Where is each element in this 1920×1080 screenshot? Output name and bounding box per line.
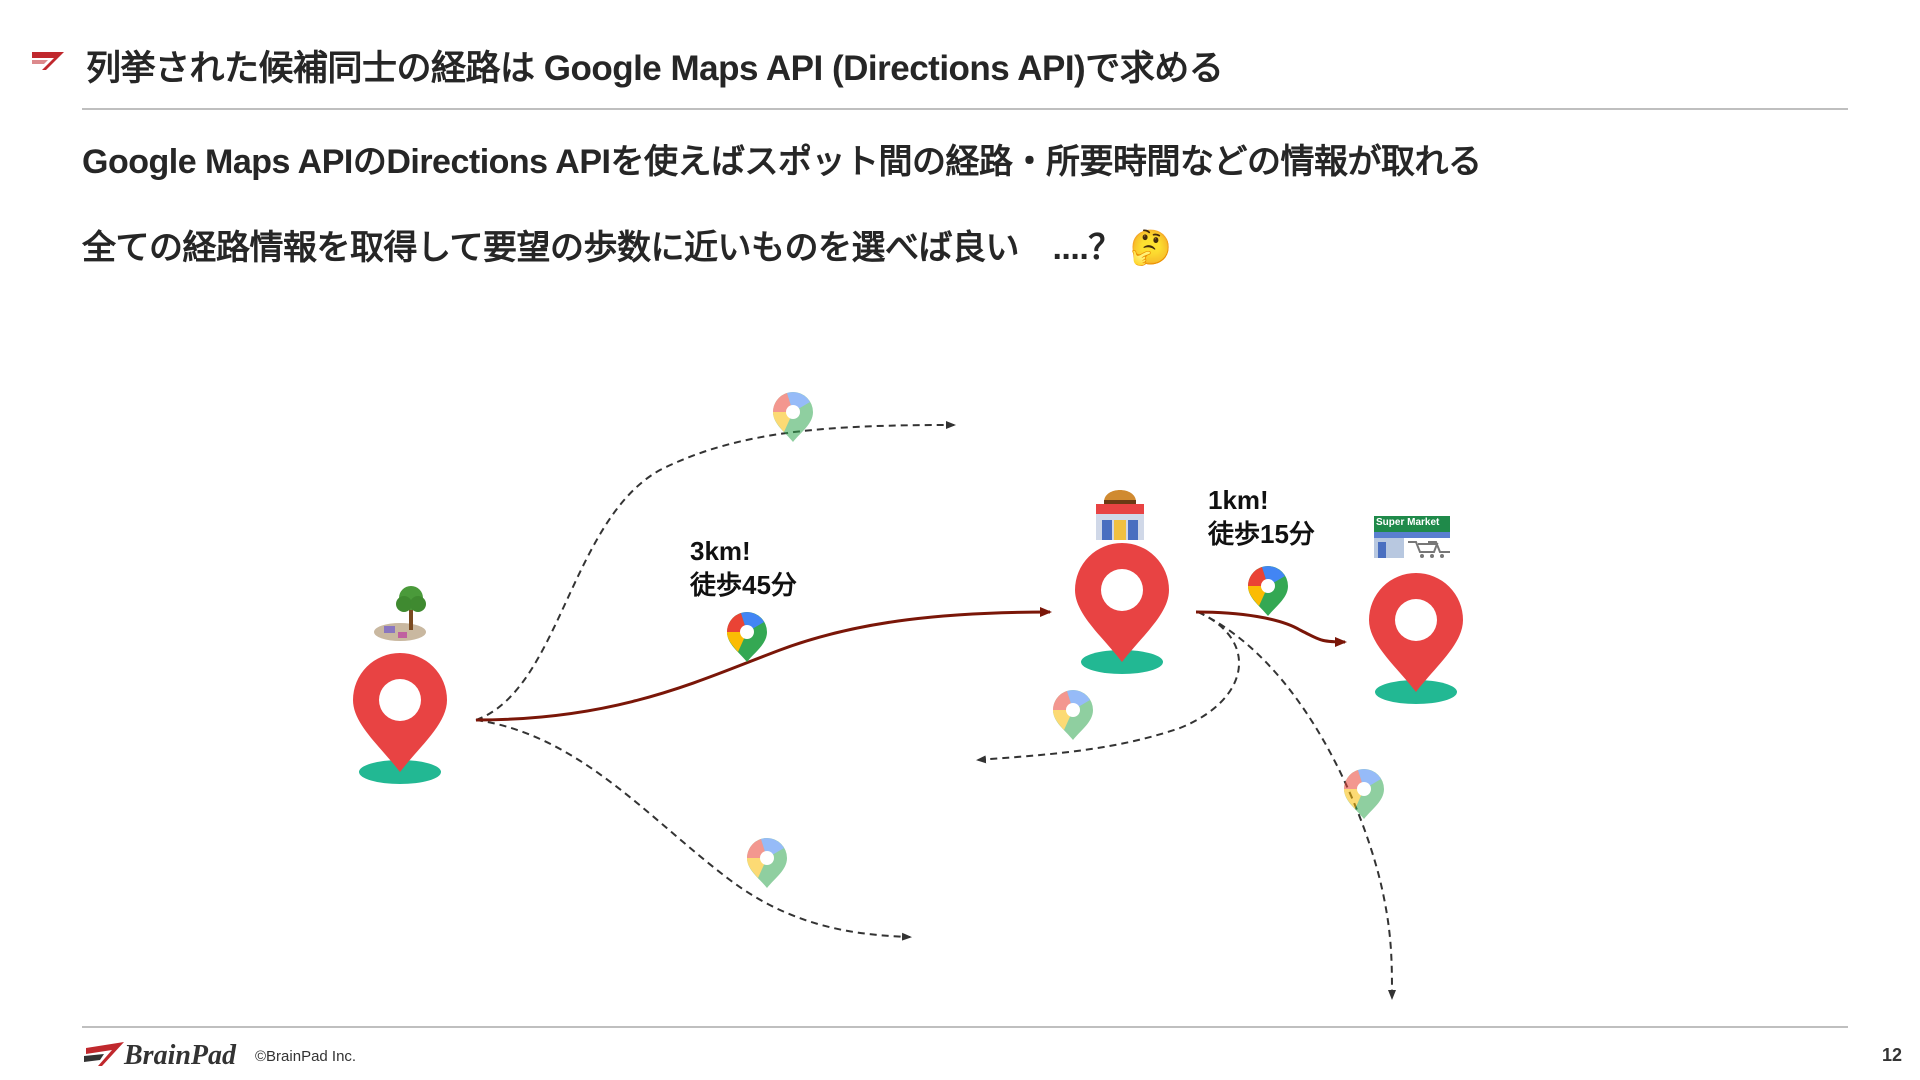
footer-divider: [82, 1026, 1848, 1028]
brainpad-logo-icon: [84, 1042, 124, 1066]
google-maps-icon-faded-upper: [773, 392, 813, 442]
park-icon: [374, 586, 426, 641]
dashed-route-lower: [475, 719, 912, 941]
dashed-route-upper: [475, 421, 956, 721]
route-1-time: 徒歩45分: [690, 570, 797, 600]
restaurant-icon: [1096, 490, 1144, 540]
body-text-line-2-text: 全ての経路情報を取得して要望の歩数に近いものを選べば良い ....？: [82, 229, 1122, 267]
google-maps-icon-faded-lower: [747, 838, 787, 888]
page-title: 列挙された候補同士の経路は Google Maps API (Direction…: [86, 49, 1224, 88]
google-maps-icon-route-2: [1248, 566, 1288, 616]
dashed-route-back: [976, 611, 1240, 764]
solid-route-1: [475, 607, 1052, 722]
route-1-label: 3km! 徒歩45分: [690, 534, 797, 602]
route-2-distance: 1km!: [1208, 485, 1269, 515]
copyright-text: ©BrainPad Inc.: [255, 1048, 357, 1065]
body-text-line-1: Google Maps APIのDirections APIを使えばスポット間の…: [82, 143, 1482, 181]
map-pin-icon-supermarket: [1369, 572, 1463, 704]
brand-name: BrainPad: [124, 1040, 237, 1071]
brand-mark-icon: [32, 52, 64, 70]
google-maps-icon-faded-middle: [1053, 690, 1093, 740]
body-text-line-2: 全ての経路情報を取得して要望の歩数に近いものを選べば良い ....？🤔: [82, 220, 1172, 269]
route-2-time: 徒歩15分: [1208, 519, 1315, 549]
google-maps-icon-route-1: [727, 612, 767, 662]
map-pin-icon-start: [353, 652, 447, 784]
google-maps-icon-faded-right: [1344, 769, 1384, 819]
page-number: 12: [1882, 1045, 1903, 1065]
thinking-face-icon: 🤔: [1129, 229, 1172, 267]
supermarket-sign: Super Market: [1376, 517, 1440, 528]
map-pin-icon-restaurant: [1075, 542, 1169, 674]
title-divider: [82, 108, 1848, 110]
route-2-label: 1km! 徒歩15分: [1208, 483, 1315, 551]
route-1-distance: 3km!: [690, 536, 751, 566]
dashed-route-down: [1197, 611, 1396, 1000]
supermarket-icon: [1374, 516, 1450, 558]
solid-route-2: [1195, 610, 1347, 647]
